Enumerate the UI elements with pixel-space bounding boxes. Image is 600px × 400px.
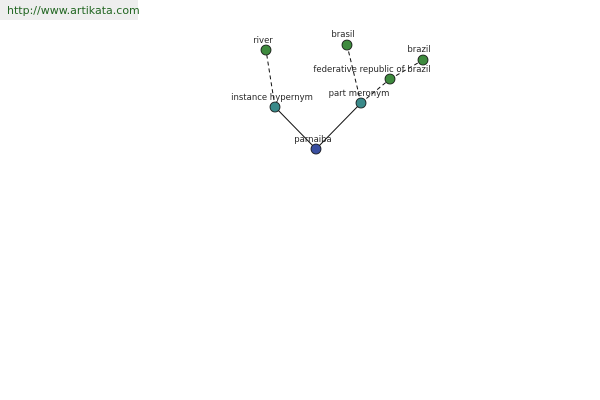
node-river[interactable] xyxy=(260,44,272,56)
node-label-parnaiba: parnaiba xyxy=(294,135,332,145)
edge-parnaiba-part_meronym xyxy=(315,102,362,150)
graph-edges xyxy=(265,44,424,150)
node-brasil[interactable] xyxy=(341,39,353,51)
node-federative_republic_of_brazil[interactable] xyxy=(384,73,396,85)
edge-instance_hypernym-river xyxy=(265,49,276,108)
node-instance_hypernym[interactable] xyxy=(269,101,281,113)
node-parnaiba[interactable] xyxy=(310,143,322,155)
node-label-instance_hypernym: instance hypernym xyxy=(231,93,313,103)
site-url-link[interactable]: http://www.artikata.com xyxy=(0,0,140,20)
graph-labels: parnaiba instance hypernym part meronym riv… xyxy=(231,30,431,145)
node-brazil[interactable] xyxy=(417,54,429,66)
edge-part_meronym-federative_republic_of_brazil xyxy=(360,78,391,104)
node-label-river: river xyxy=(253,36,273,46)
edge-part_meronym-brasil xyxy=(346,44,362,104)
edge-federative_republic_of_brazil-brazil xyxy=(389,59,424,80)
node-label-brazil: brazil xyxy=(407,45,430,55)
node-part_meronym[interactable] xyxy=(355,97,367,109)
node-label-part_meronym: part meronym xyxy=(329,89,390,99)
graph-nodes xyxy=(260,39,429,155)
node-label-federative_republic_of_brazil: federative republic of brazil xyxy=(313,65,430,75)
node-label-brasil: brasil xyxy=(331,30,354,40)
edge-parnaiba-instance_hypernym xyxy=(274,106,317,150)
